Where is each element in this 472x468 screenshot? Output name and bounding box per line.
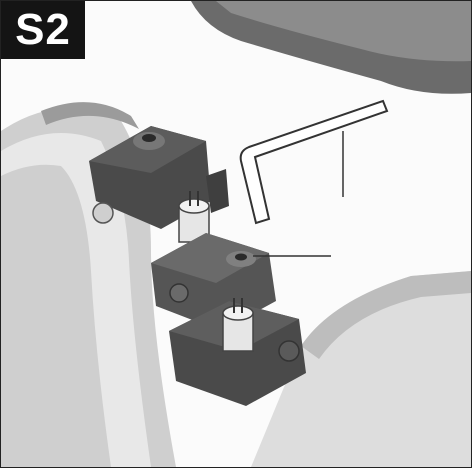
lower-contact-top	[222, 305, 254, 321]
upper-contact-top	[178, 198, 210, 214]
middle-screw-socket	[235, 253, 247, 261]
side-screw-lower	[278, 340, 300, 362]
side-screw-middle	[169, 283, 189, 303]
side-screw-left	[92, 202, 114, 224]
hex-key	[239, 99, 389, 225]
base-plate	[251, 271, 471, 467]
curved-base-edge	[41, 102, 139, 129]
middle-clamp-top	[151, 233, 269, 283]
base-plate-top	[301, 271, 471, 359]
step-badge: S2	[1, 1, 85, 59]
upper-housing-highlight	[216, 1, 471, 62]
small-bracket	[206, 169, 229, 213]
curved-base-rim	[1, 133, 151, 467]
upper-screw-socket	[142, 134, 156, 142]
